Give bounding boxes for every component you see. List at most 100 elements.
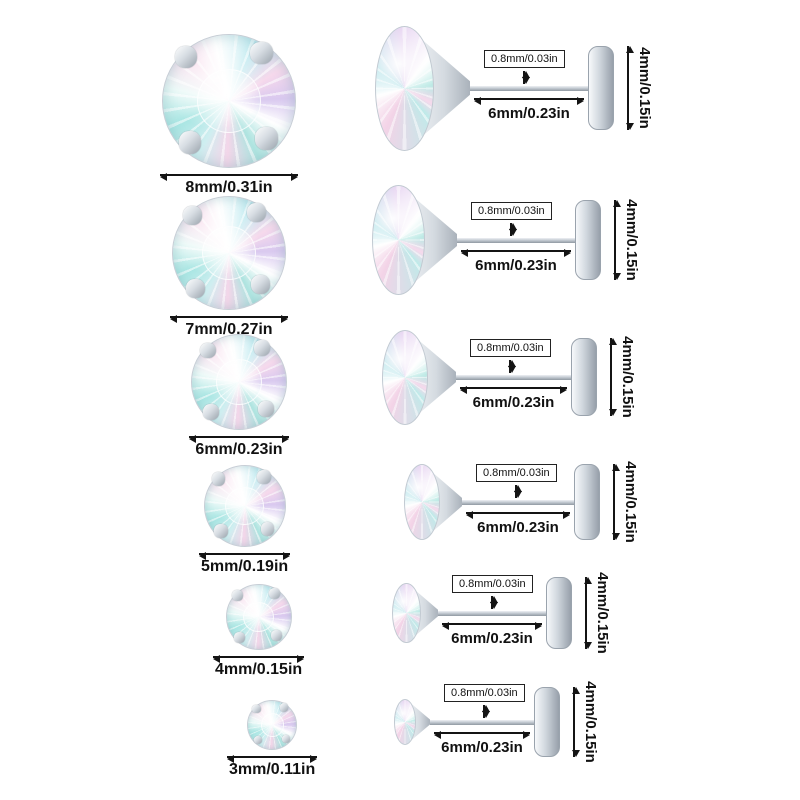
post-thickness-label: 0.8mm/0.03in bbox=[484, 50, 565, 68]
back-height-arrow bbox=[613, 200, 621, 280]
length-arrow bbox=[442, 622, 542, 630]
diameter-arrow bbox=[189, 435, 289, 443]
flat-back-disc bbox=[574, 464, 600, 540]
earring-post bbox=[462, 499, 574, 505]
prong-icon bbox=[211, 472, 226, 486]
back-height-label: 4mm/0.15in bbox=[623, 199, 640, 281]
gemstone-side bbox=[382, 329, 456, 425]
diameter-label: 4mm/0.15in bbox=[215, 661, 303, 678]
flat-back-disc bbox=[534, 687, 560, 757]
gemstone-side bbox=[404, 464, 462, 540]
diameter-arrow bbox=[170, 315, 288, 323]
back-height-arrow bbox=[626, 46, 634, 130]
flat-back-disc bbox=[588, 46, 614, 130]
prong-icon bbox=[251, 275, 271, 295]
diameter-label: 7mm/0.27in bbox=[185, 321, 273, 338]
prong-icon bbox=[214, 524, 228, 538]
post-thickness-label: 0.8mm/0.03in bbox=[470, 339, 551, 357]
side-view-4mm: 0.8mm/0.03in 6mm/0.23in 4mm/0.15in bbox=[392, 528, 692, 698]
back-height-arrow bbox=[572, 687, 580, 757]
prong-icon bbox=[178, 131, 202, 154]
post-length-label: 6mm/0.23in bbox=[477, 519, 559, 536]
thickness-arrow bbox=[508, 360, 516, 373]
side-view-7mm: 0.8mm/0.03in 6mm/0.23in 4mm/0.15in bbox=[372, 155, 672, 325]
length-arrow bbox=[466, 511, 570, 519]
post-thickness-label: 0.8mm/0.03in bbox=[452, 575, 533, 593]
length-arrow bbox=[434, 731, 530, 739]
length-arrow bbox=[461, 249, 571, 257]
prong-icon bbox=[254, 339, 270, 356]
earring-post bbox=[457, 237, 575, 243]
post-length-label: 6mm/0.23in bbox=[475, 257, 557, 274]
prong-icon bbox=[232, 590, 244, 601]
side-view-3mm: 0.8mm/0.03in 6mm/0.23in 4mm/0.15in bbox=[394, 637, 694, 800]
gemstone-side bbox=[394, 699, 430, 745]
gemstone-front bbox=[162, 34, 296, 168]
prong-icon bbox=[203, 403, 220, 420]
back-height-arrow bbox=[584, 577, 592, 649]
prong-icon bbox=[253, 736, 263, 745]
prong-icon bbox=[250, 41, 273, 65]
post-thickness-label: 0.8mm/0.03in bbox=[476, 464, 557, 482]
flat-back-disc bbox=[571, 338, 597, 416]
back-height-label: 4mm/0.15in bbox=[636, 47, 653, 129]
earring-post bbox=[430, 719, 534, 725]
prong-icon bbox=[234, 631, 246, 643]
flat-back-disc bbox=[575, 200, 601, 280]
prong-icon bbox=[268, 588, 280, 600]
back-height-arrow bbox=[612, 464, 620, 540]
diameter-label: 6mm/0.23in bbox=[195, 441, 283, 458]
prong-icon bbox=[183, 205, 203, 225]
prong-icon bbox=[174, 45, 198, 68]
gemstone-side bbox=[375, 25, 470, 151]
back-height-label: 4mm/0.15in bbox=[594, 572, 611, 654]
front-view-6mm: 6mm/0.23in bbox=[189, 334, 289, 459]
prong-icon bbox=[255, 127, 278, 150]
gemstone-front bbox=[225, 584, 292, 650]
gemstone-front bbox=[247, 700, 298, 750]
prong-icon bbox=[257, 470, 271, 484]
diameter-label: 8mm/0.31in bbox=[185, 179, 273, 196]
post-thickness-label: 0.8mm/0.03in bbox=[444, 684, 525, 702]
front-view-5mm: 5mm/0.19in bbox=[199, 465, 291, 576]
earring-post bbox=[438, 610, 546, 616]
diameter-arrow bbox=[160, 173, 298, 181]
gemstone-front bbox=[172, 196, 286, 310]
thickness-arrow bbox=[490, 596, 498, 609]
prong-icon bbox=[246, 202, 266, 222]
thickness-arrow bbox=[522, 71, 530, 84]
back-height-label: 4mm/0.15in bbox=[619, 336, 636, 418]
thickness-arrow bbox=[509, 223, 517, 236]
length-arrow bbox=[460, 386, 567, 394]
side-view-8mm: 0.8mm/0.03in 6mm/0.23in 4mm/0.15in bbox=[375, 3, 675, 173]
prong-icon bbox=[186, 278, 206, 298]
gemstone-front bbox=[191, 334, 287, 430]
front-view-7mm: 7mm/0.27in bbox=[170, 196, 288, 339]
earring-post bbox=[470, 85, 588, 91]
back-height-label: 4mm/0.15in bbox=[582, 681, 599, 763]
diameter-label: 3mm/0.11in bbox=[229, 761, 316, 778]
post-length-label: 6mm/0.23in bbox=[441, 739, 523, 756]
prong-icon bbox=[200, 342, 217, 359]
prong-icon bbox=[252, 704, 261, 713]
back-height-arrow bbox=[609, 338, 617, 416]
post-length-label: 6mm/0.23in bbox=[488, 105, 570, 122]
prong-icon bbox=[271, 629, 283, 641]
front-view-4mm: 4mm/0.15in bbox=[213, 584, 305, 679]
diameter-label: 5mm/0.19in bbox=[201, 558, 289, 575]
prong-icon bbox=[257, 400, 274, 417]
prong-icon bbox=[281, 734, 290, 743]
post-length-label: 6mm/0.23in bbox=[451, 630, 533, 647]
thickness-arrow bbox=[482, 705, 490, 718]
side-view-6mm: 0.8mm/0.03in 6mm/0.23in 4mm/0.15in bbox=[382, 292, 682, 462]
gemstone-side bbox=[372, 185, 457, 295]
diameter-arrow bbox=[213, 655, 305, 663]
post-length-label: 6mm/0.23in bbox=[472, 394, 555, 411]
front-view-8mm: 8mm/0.31in bbox=[160, 34, 298, 197]
diameter-arrow bbox=[199, 552, 291, 560]
gemstone-side bbox=[392, 583, 438, 643]
flat-back-disc bbox=[546, 577, 572, 649]
prong-icon bbox=[279, 703, 288, 712]
side-view-5mm: 0.8mm/0.03in 6mm/0.23in 4mm/0.15in bbox=[404, 417, 704, 587]
